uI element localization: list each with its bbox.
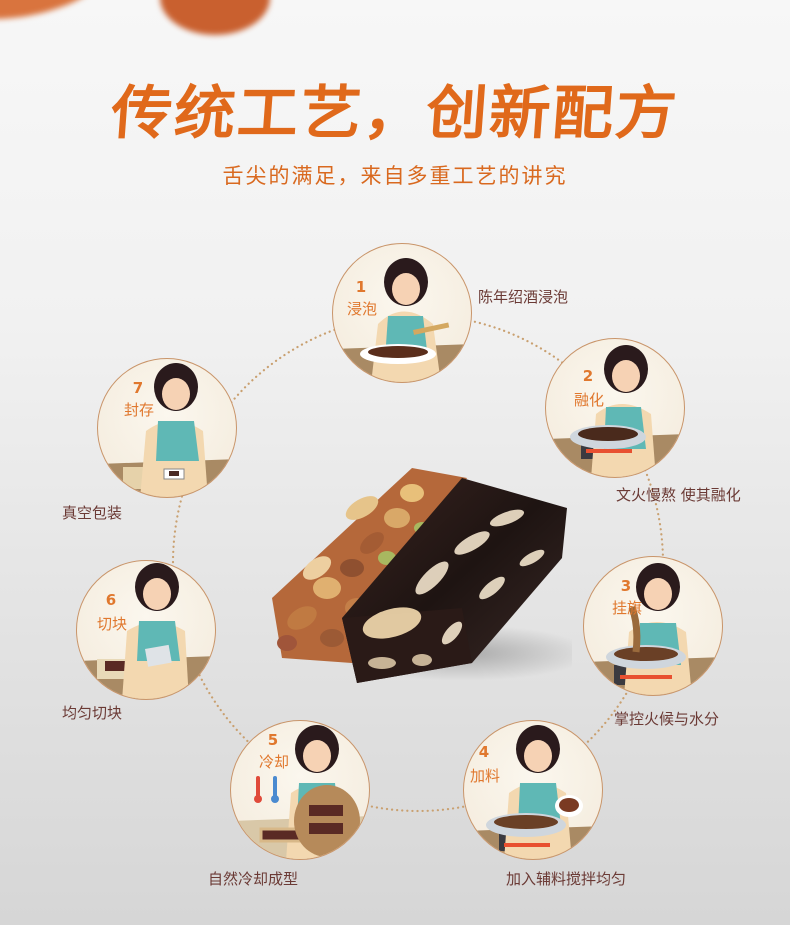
woman-cutting-illustration — [77, 563, 215, 699]
step-3-caption: 掌控火候与水分 — [614, 710, 720, 728]
page-title: 传统工艺，创新配方 — [108, 79, 681, 147]
step-number: 2 — [582, 367, 594, 385]
step-1-caption: 陈年绍酒浸泡 — [478, 288, 569, 306]
step-name: 挂旗 — [611, 599, 642, 617]
step-3-circle: 3 挂旗 — [583, 556, 723, 696]
step-6-caption: 均匀切块 — [62, 704, 123, 722]
step-7-caption: 真空包装 — [62, 504, 123, 522]
step-5-circle: 5 冷却 — [230, 720, 370, 860]
step-2-caption: 文火慢熬 使其融化 — [616, 486, 741, 504]
woman-packing-illustration — [98, 363, 236, 497]
step-name: 融化 — [573, 391, 604, 409]
step-number: 7 — [132, 379, 144, 397]
woman-melting-illustration — [546, 345, 684, 477]
step-4-circle: 4 加料 — [463, 720, 603, 860]
step-number: 3 — [620, 577, 632, 595]
step-number: 4 — [478, 743, 490, 761]
step-number: 6 — [105, 591, 117, 609]
step-name: 浸泡 — [346, 300, 377, 318]
woman-cooling-illustration — [231, 725, 369, 859]
step-7-circle: 7 封存 — [97, 358, 237, 498]
step-number: 1 — [355, 278, 367, 296]
step-4-caption: 加入辅料搅拌均匀 — [506, 870, 627, 888]
woman-adding-ingredients-illustration — [464, 725, 602, 859]
step-2-circle: 2 融化 — [545, 338, 685, 478]
step-name: 冷却 — [258, 753, 289, 771]
decorative-food-blur — [0, 0, 104, 30]
decorative-food-blur — [160, 0, 270, 35]
step-name: 切块 — [96, 615, 127, 633]
nougat-bar-image — [272, 468, 572, 683]
woman-stirring-syrup-illustration — [584, 563, 722, 695]
step-name: 封存 — [123, 401, 154, 419]
step-6-circle: 6 切块 — [76, 560, 216, 700]
step-1-circle: 1 浸泡 — [332, 243, 472, 383]
woman-soaking-illustration — [333, 258, 471, 382]
step-name: 加料 — [469, 767, 500, 785]
step-number: 5 — [267, 731, 279, 749]
page-subtitle: 舌尖的满足，来自多重工艺的讲究 — [222, 164, 568, 188]
step-5-caption: 自然冷却成型 — [208, 870, 299, 888]
